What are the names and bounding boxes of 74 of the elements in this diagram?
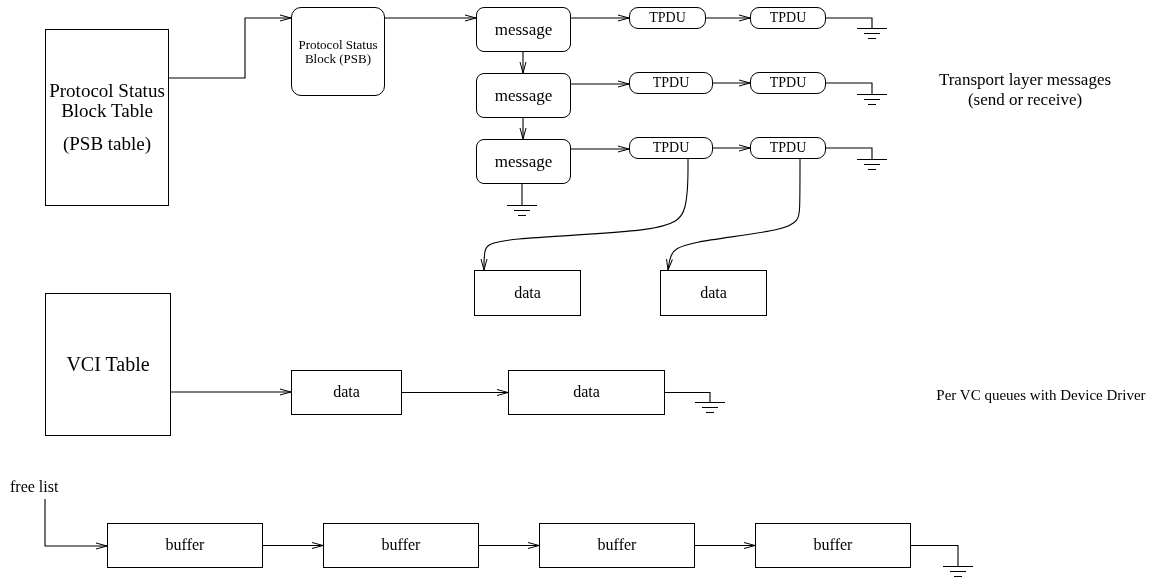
arrow — [478, 542, 540, 549]
message-box — [476, 73, 571, 118]
arrow — [712, 79, 751, 87]
node-label: buffer — [381, 537, 421, 554]
node-label: (PSB table) — [62, 134, 152, 155]
ground-symbol — [943, 566, 973, 578]
ground-symbol — [857, 94, 887, 107]
node-label: VCI Table — [66, 354, 150, 375]
tpdu-box — [629, 7, 706, 29]
arrow — [666, 158, 801, 271]
note-text: Per VC queues with Device Driver — [935, 386, 1147, 404]
data-box — [474, 270, 581, 316]
message-box — [476, 7, 571, 52]
arrow — [519, 51, 527, 74]
message-box — [476, 139, 571, 184]
node-label: message — [494, 20, 553, 39]
connector-line — [910, 544, 959, 567]
tpdu-box — [750, 7, 826, 29]
connector-line — [664, 391, 711, 403]
process-box — [291, 7, 385, 96]
node-label: TPDU — [769, 10, 807, 26]
arrow — [570, 80, 630, 88]
connector-line — [825, 82, 873, 95]
tpdu-box — [629, 72, 713, 94]
tpdu-box — [750, 72, 826, 94]
node-label: message — [494, 86, 553, 105]
table-box — [45, 29, 169, 206]
arrow — [705, 14, 751, 22]
node-label: data — [573, 384, 600, 401]
ground-symbol — [857, 159, 887, 172]
connector-line — [825, 147, 873, 160]
ground-symbol — [507, 205, 537, 218]
node-label: TPDU — [769, 140, 807, 156]
arrow — [262, 542, 324, 549]
buffer-box — [755, 523, 911, 568]
arrow — [570, 14, 630, 22]
node-label: buffer — [165, 537, 205, 554]
connector-line — [825, 17, 873, 29]
ground-symbol — [857, 28, 887, 41]
node-label: TPDU — [769, 75, 807, 91]
node-label: data — [333, 384, 360, 401]
arrow — [170, 388, 292, 396]
note-text: Transport layer messages (send or receive) — [937, 70, 1113, 111]
node-label: TPDU — [652, 140, 690, 156]
node-label: data — [514, 284, 541, 302]
buffer-box — [323, 523, 479, 568]
arrow — [384, 14, 477, 22]
buffer-box — [107, 523, 263, 568]
data-box — [660, 270, 767, 316]
tpdu-box — [629, 137, 713, 159]
node-label: Protocol Status Block Table — [48, 80, 166, 121]
node-label: message — [494, 152, 553, 171]
connector-line — [521, 183, 523, 206]
arrow — [570, 145, 630, 153]
arrow — [44, 498, 108, 550]
arrow — [694, 542, 756, 549]
node-label: data — [700, 284, 727, 302]
arrow — [519, 117, 527, 140]
data-box — [508, 370, 665, 415]
node-label: TPDU — [649, 10, 686, 26]
node-label: buffer — [813, 537, 853, 554]
text-label: free list — [10, 479, 100, 499]
data-box — [291, 370, 402, 415]
node-label: Protocol Status Block (PSB) — [297, 37, 379, 66]
node-label: buffer — [597, 537, 637, 554]
table-box — [45, 293, 171, 436]
ground-symbol — [695, 402, 725, 415]
arrow — [480, 158, 689, 271]
tpdu-box — [750, 137, 826, 159]
arrow — [712, 144, 751, 152]
arrow — [401, 389, 509, 396]
node-label: TPDU — [652, 75, 690, 91]
arrow — [168, 14, 292, 79]
buffer-box — [539, 523, 695, 568]
